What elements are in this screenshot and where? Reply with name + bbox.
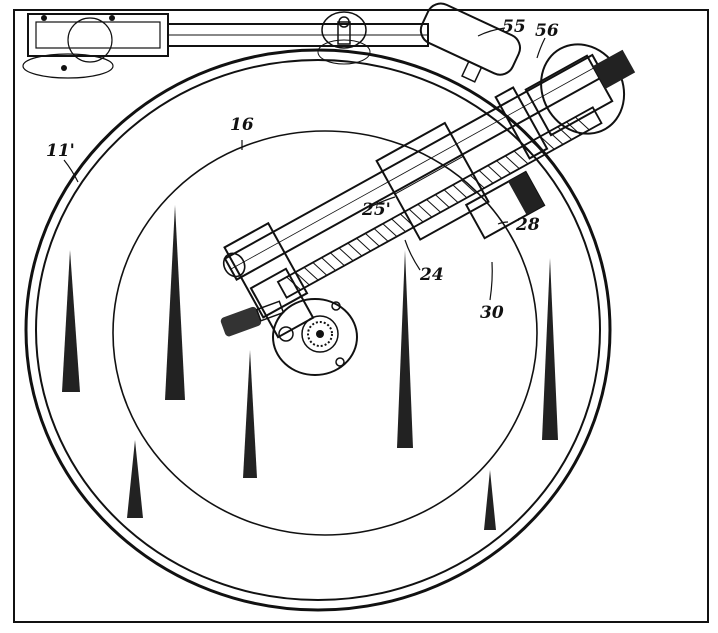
arm-weight [419, 2, 522, 83]
screw-carriage [375, 121, 490, 241]
record-disc [112, 130, 538, 536]
label-pivot-collar: 56 [535, 21, 559, 41]
arm-head [223, 221, 309, 319]
label-screw-carriage: 25' [361, 200, 391, 220]
stylus-carrier [249, 267, 358, 376]
reference-numerals: 11' 16 25' 24 28 30 55 56 [46, 17, 559, 323]
drawing-frame [13, 9, 709, 623]
knurled-knob [220, 300, 285, 337]
pivot-collar [494, 86, 549, 160]
label-arm-weight: 55 [502, 17, 526, 37]
label-arm-guide: 28 [515, 215, 540, 235]
label-record-disc: 16 [230, 115, 254, 135]
label-pin: 30 [480, 303, 504, 323]
surface-shading [62, 205, 558, 530]
label-turntable-rim: 11' [46, 141, 75, 161]
top-bracket [22, 11, 429, 79]
reproducer-disc [272, 298, 358, 376]
label-feed-screw: 24 [419, 265, 444, 285]
pivot-disc [540, 43, 626, 135]
tone-arm-assembly [222, 43, 636, 319]
leader-lines [63, 27, 546, 301]
